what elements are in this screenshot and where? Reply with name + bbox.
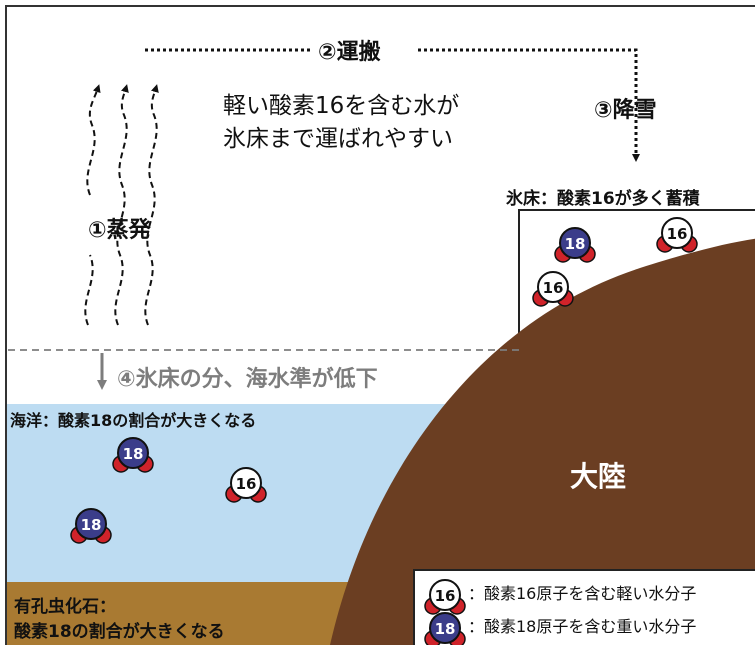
svg-text:16: 16 <box>543 279 564 297</box>
label-sea-level-drop: ④氷床の分、海水準が低下 <box>117 367 378 392</box>
heavy-water-molecule: 18 <box>112 434 154 476</box>
label-evaporation: ①蒸発 <box>88 218 151 243</box>
label-ice-sheet: 氷床：酸素16が多く蓄積 <box>506 189 700 209</box>
svg-text:16: 16 <box>435 587 456 605</box>
heavy-water-molecule: 18 <box>70 505 112 547</box>
svg-text:16: 16 <box>236 475 257 493</box>
label-snowfall: ③降雪 <box>594 98 657 123</box>
continent-landmass <box>330 238 755 645</box>
label-foraminifera: 有孔虫化石： 酸素18の割合が大きくなる <box>14 595 225 645</box>
svg-text:18: 18 <box>435 620 456 638</box>
evaporation-arrow-2 <box>114 84 129 326</box>
heavy-water-molecule: 18 <box>554 224 596 266</box>
light-water-molecule: 16 <box>225 464 267 506</box>
svg-text:18: 18 <box>123 445 144 463</box>
transport-path-arrow <box>145 48 636 158</box>
legend-heavy-text: ：酸素18原子を含む重い水分子 <box>468 617 697 636</box>
light-water-molecule: 16 <box>656 214 698 256</box>
svg-text:16: 16 <box>667 225 688 243</box>
legend-heavy-molecule-icon: 18 <box>424 609 466 645</box>
foraminifera-line-1: 有孔虫化石： <box>14 597 116 617</box>
svg-text:18: 18 <box>565 235 586 253</box>
outer-border <box>5 5 755 645</box>
legend-light-molecule-icon: 16 <box>424 576 466 618</box>
label-transport: ②運搬 <box>318 40 381 65</box>
explanation-line-1: 軽い酸素16を含む水が <box>223 93 460 119</box>
light-water-molecule: 16 <box>532 268 574 310</box>
evaporation-arrow-3 <box>144 84 159 326</box>
explanation-text: 軽い酸素16を含む水が 氷床まで運ばれやすい <box>223 90 459 156</box>
svg-text:18: 18 <box>81 516 102 534</box>
foraminifera-line-2: 酸素18の割合が大きくなる <box>14 622 225 642</box>
legend-light-text: ：酸素16原子を含む軽い水分子 <box>468 584 697 603</box>
sediment-layer <box>7 582 360 645</box>
label-ocean: 海洋：酸素18の割合が大きくなる <box>10 411 257 430</box>
evaporation-arrow-1 <box>84 88 98 326</box>
label-continent: 大陸 <box>570 460 627 493</box>
legend-box <box>413 569 755 645</box>
explanation-line-2: 氷床まで運ばれやすい <box>223 126 453 152</box>
